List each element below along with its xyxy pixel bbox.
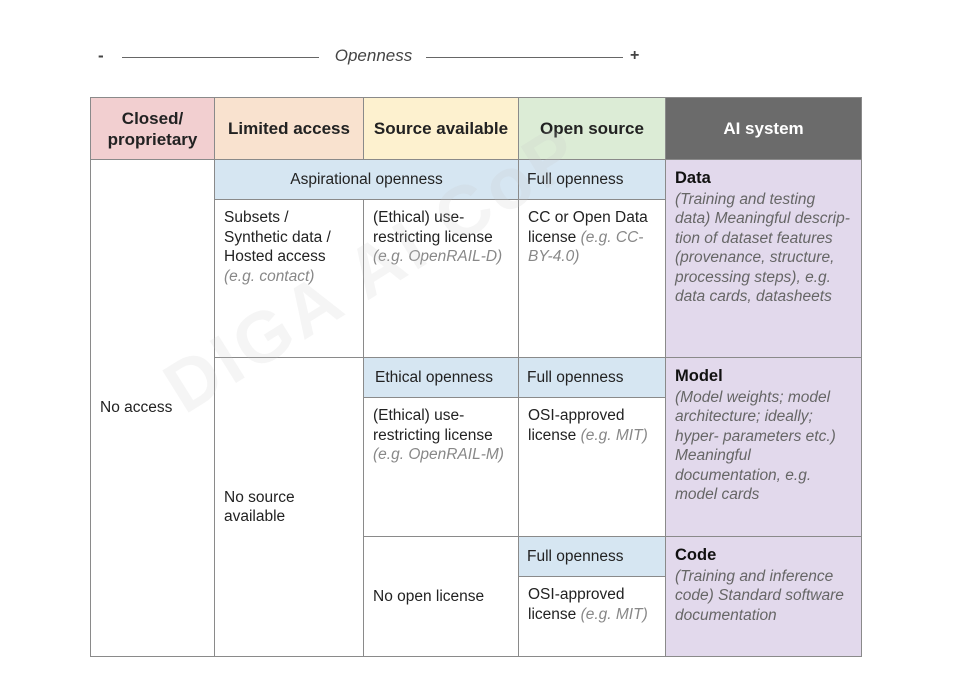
model-source-cell: (Ethical) use-restricting license (e.g. …	[363, 397, 519, 537]
code-open-cell: OSI-approved license (e.g. MIT)	[518, 576, 666, 657]
ai-data-title: Data	[675, 169, 711, 187]
header-ai-system: AI system	[665, 97, 862, 160]
data-open-cell: CC or Open Data license (e.g. CC-BY-4.0)	[518, 199, 666, 358]
less-open-marker: -	[98, 46, 104, 65]
model-open-example: (e.g. MIT)	[580, 426, 648, 444]
aspirational-openness-band: Aspirational openness	[214, 159, 519, 200]
openness-table: Closed/ proprietary Limited access Sourc…	[90, 97, 862, 657]
data-source-cell: (Ethical) use-restricting license (e.g. …	[363, 199, 519, 358]
openness-scale: - Openness +	[96, 40, 646, 74]
data-open-example: (e.g. CC-BY-4.0)	[528, 228, 644, 266]
data-limited-cell: Subsets / Synthetic data / Hosted access…	[214, 199, 364, 358]
model-source-example: (e.g. OpenRAIL-M)	[373, 446, 504, 463]
no-access-text: No access	[100, 399, 173, 417]
ai-model-title: Model	[675, 367, 723, 385]
scale-line-left	[122, 57, 319, 58]
ai-code-title: Code	[675, 546, 717, 564]
no-source-available-cell: No source available	[214, 357, 364, 657]
ai-code-description: (Training and inference code) Standard s…	[675, 567, 844, 624]
code-full-openness-band: Full openness	[518, 536, 666, 577]
openness-scale-title: Openness	[334, 46, 413, 65]
data-source-text: (Ethical) use-restricting license	[373, 209, 493, 246]
ai-code-cell: Code (Training and inference code) Stand…	[665, 536, 862, 657]
header-open-source: Open source	[518, 97, 666, 160]
code-open-example: (e.g. MIT)	[580, 605, 648, 623]
data-source-example: (e.g. OpenRAIL-D)	[373, 248, 503, 265]
ai-data-cell: Data (Training and testing data) Meaning…	[665, 159, 862, 358]
model-open-cell: OSI-approved license (e.g. MIT)	[518, 397, 666, 537]
code-source-text: No open license	[373, 587, 485, 605]
ai-model-description: (Model weights; model architecture; idea…	[675, 388, 836, 504]
header-source-available: Source available	[363, 97, 519, 160]
model-full-openness-band: Full openness	[518, 357, 666, 398]
data-full-openness-band: Full openness	[518, 159, 666, 200]
data-open-text: CC or Open Data license	[528, 209, 648, 246]
more-open-marker: +	[630, 47, 640, 64]
data-limited-example: (e.g. contact)	[224, 267, 315, 285]
model-open-text: OSI-approved license	[528, 407, 625, 444]
ai-model-cell: Model (Model weights; model architecture…	[665, 357, 862, 537]
no-source-available-text: No source available	[224, 488, 295, 526]
ethical-openness-band: Ethical openness	[363, 357, 519, 398]
data-limited-text: Subsets / Synthetic data / Hosted access	[224, 209, 331, 265]
model-source-text: (Ethical) use-restricting license	[373, 407, 493, 444]
header-limited: Limited access	[214, 97, 364, 160]
ai-data-description: (Training and testing data) Meaningful d…	[675, 190, 850, 306]
header-closed: Closed/ proprietary	[90, 97, 215, 160]
code-open-text: OSI-approved license	[528, 586, 625, 623]
no-access-cell: No access	[90, 159, 215, 657]
scale-line-right	[426, 57, 623, 58]
code-source-cell: No open license	[363, 536, 519, 657]
